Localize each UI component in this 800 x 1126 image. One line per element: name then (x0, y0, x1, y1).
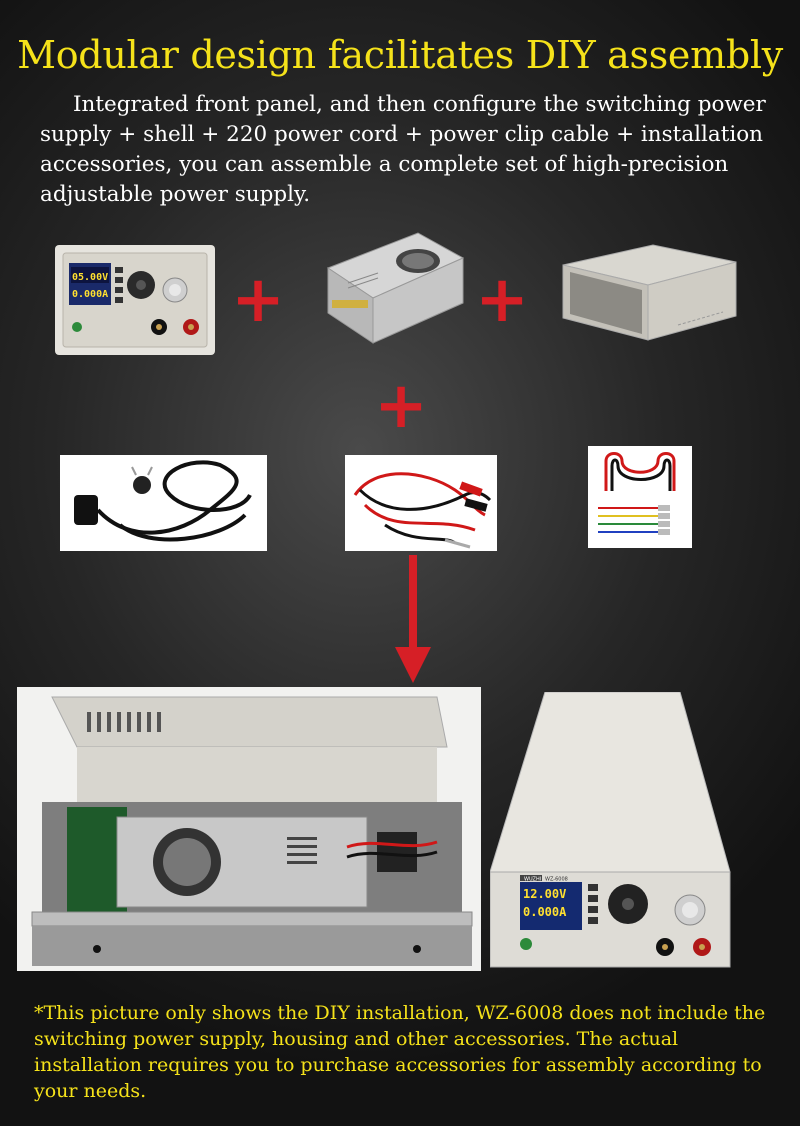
installation-accessories-image (588, 446, 692, 548)
power-clip-cable-image (345, 455, 497, 551)
panel-current-readout: 0.000A (72, 289, 108, 300)
assembly-interior-photo (17, 687, 481, 971)
assembled-model-label: WZ-6008 (545, 877, 568, 883)
page-title: Modular design facilitates DIY assembly (17, 33, 783, 77)
panel-voltage-readout: 05.00V (72, 272, 108, 283)
switching-power-supply-image (318, 228, 468, 348)
plus-sign-2: + (475, 263, 529, 337)
down-arrow-icon (395, 555, 431, 685)
intro-paragraph: Integrated front panel, and then configu… (40, 92, 766, 207)
power-cord-image (60, 455, 267, 551)
plus-sign-1: + (231, 263, 285, 337)
assembled-voltage-readout: 12.00V (523, 887, 566, 901)
assembled-power-supply-photo: 12.00V 0.000A WUZHI WZ-6008 (490, 692, 740, 971)
plus-sign-3: + (374, 369, 428, 443)
housing-shell-image (558, 240, 738, 345)
front-panel-image: 05.00V 0.000A (55, 245, 215, 355)
assembled-current-readout: 0.000A (523, 905, 567, 919)
disclaimer-note: *This picture only shows the DIY install… (34, 1002, 766, 1102)
assembled-brand-label: WUZHI (524, 877, 541, 883)
